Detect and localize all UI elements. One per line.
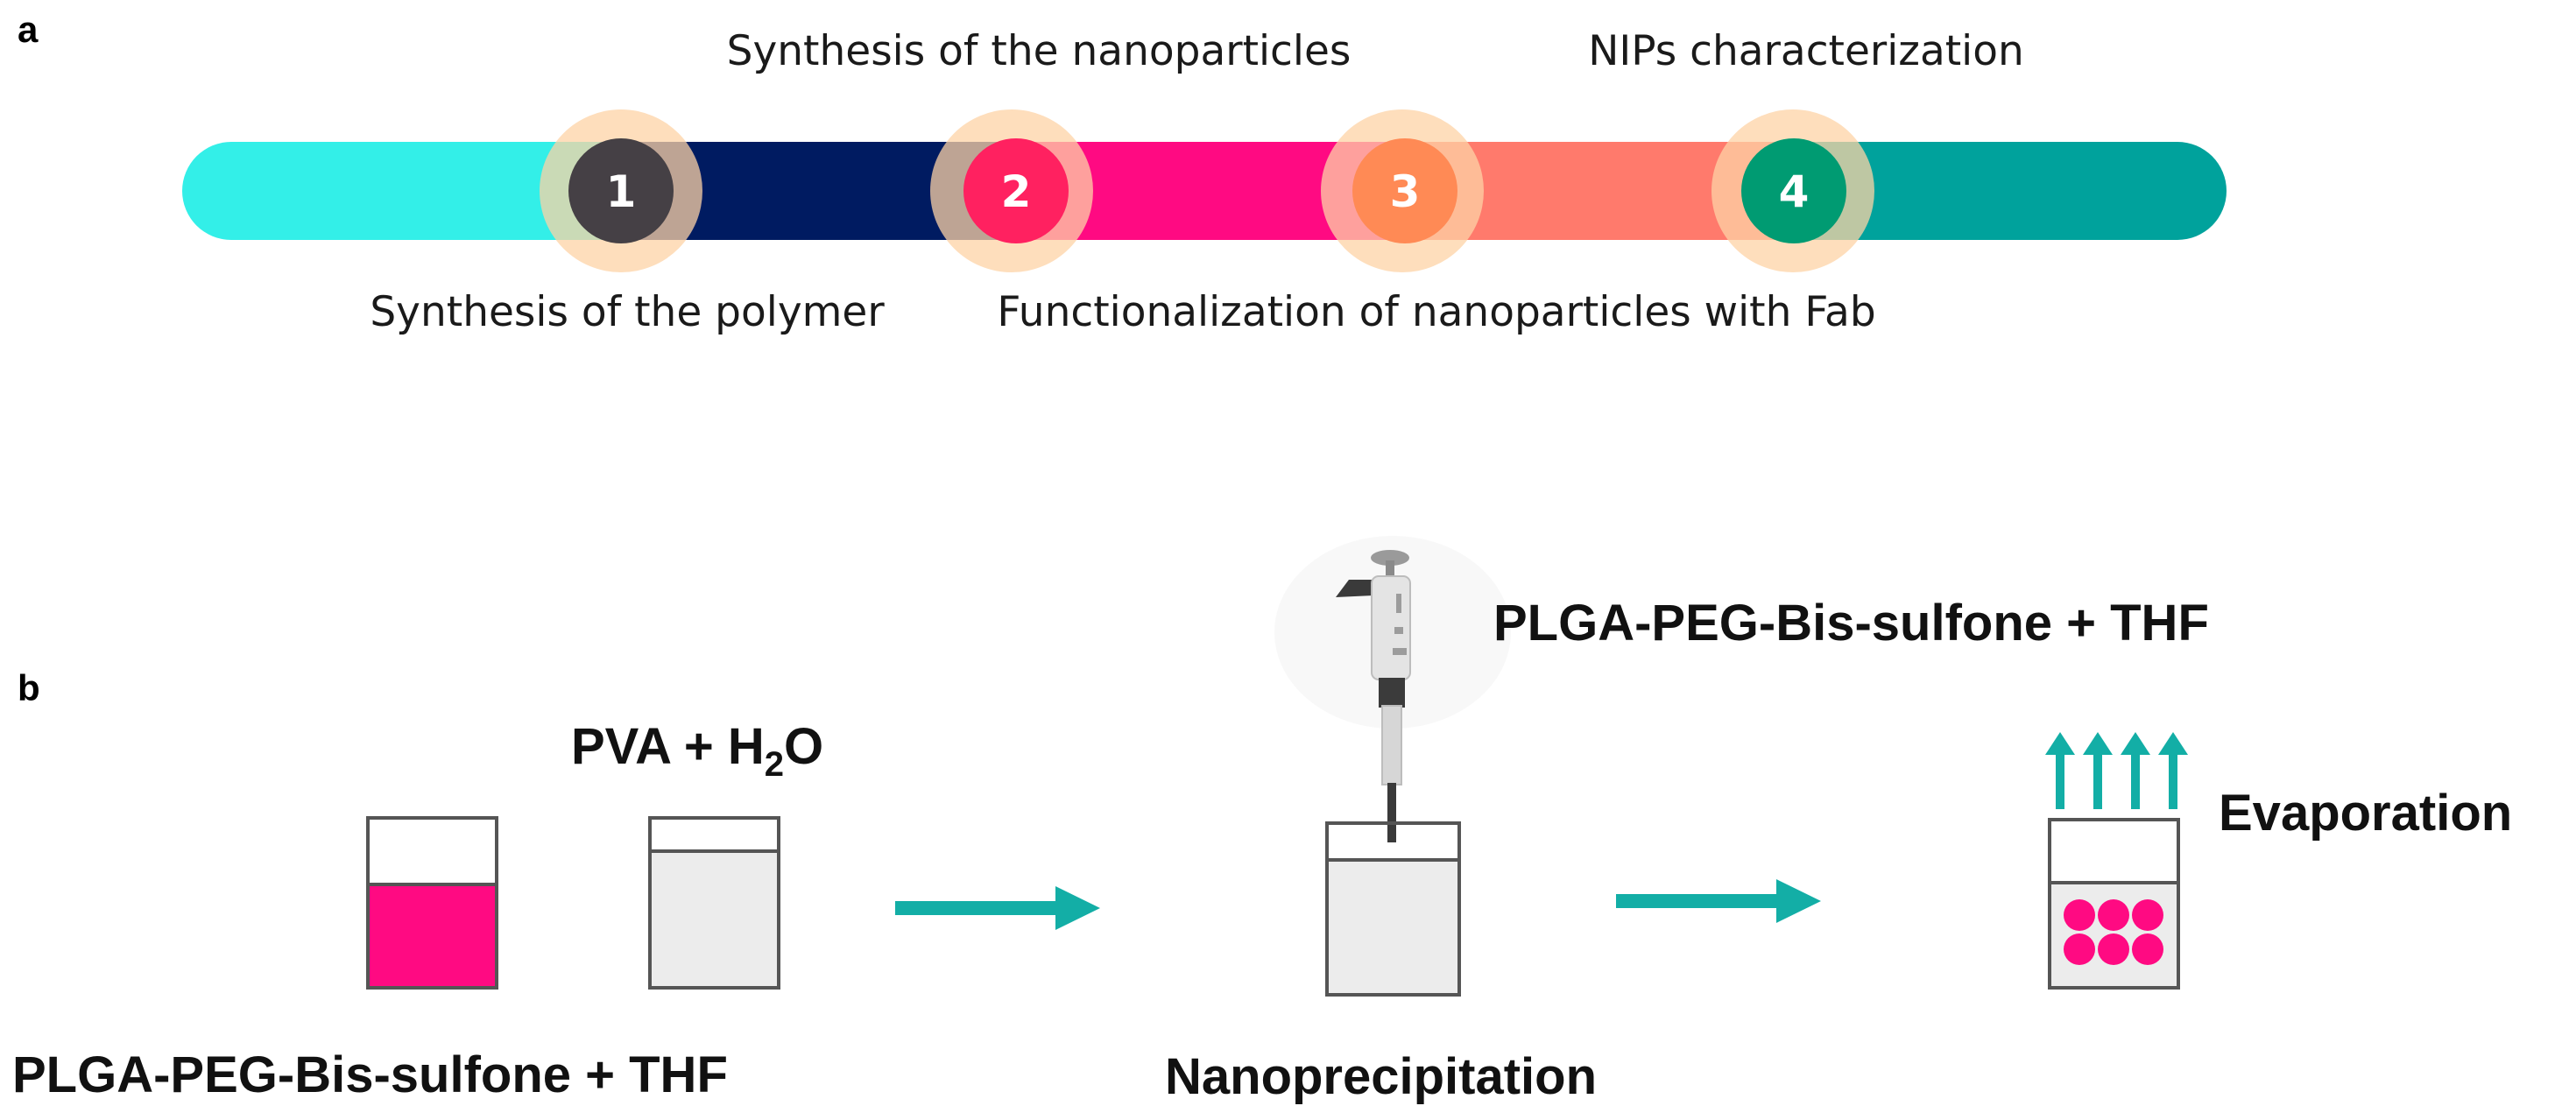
step-label-1: Synthesis of the polymer — [370, 288, 885, 336]
nanoparticle — [2132, 933, 2163, 965]
step-number-2: 2 — [1001, 166, 1032, 217]
up-arrow-icon — [2158, 732, 2188, 809]
evaporation-label: Evaporation — [2219, 785, 2512, 842]
nanoparticle — [2098, 899, 2129, 931]
panel-a-letter: a — [18, 9, 39, 50]
panel-b-letter: b — [18, 667, 40, 708]
nanoparticle — [2132, 899, 2163, 931]
step-circle-4 — [1741, 138, 1846, 243]
beaker-evaporation — [2048, 818, 2180, 990]
step-number-1: 1 — [606, 166, 637, 217]
beaker-pva-label: PVA + H2O — [571, 718, 823, 784]
nanoparticle — [2098, 933, 2129, 965]
step-number-4: 4 — [1779, 166, 1810, 217]
subscript-2: 2 — [765, 745, 784, 784]
step-label-2: Synthesis of the nanoparticles — [727, 27, 1352, 75]
beaker-pva-water — [648, 816, 780, 990]
up-arrow-icon — [2045, 732, 2075, 809]
step-label-4: NIPs characterization — [1588, 27, 2024, 75]
evaporation-arrows — [2045, 732, 2188, 809]
process-arrow-2 — [1616, 879, 1821, 923]
pipette-icon — [1274, 536, 1511, 842]
step-circle-1 — [568, 138, 674, 243]
beaker-polymer-solution — [366, 816, 498, 990]
up-arrow-icon — [2121, 732, 2150, 809]
nanoparticle — [2064, 933, 2095, 965]
nanoprecipitation-label: Nanoprecipitation — [1165, 1048, 1597, 1105]
up-arrow-icon — [2083, 732, 2113, 809]
beaker-polymer-label: PLGA-PEG-Bis-sulfone + THF — [12, 1046, 728, 1103]
nanoparticle — [2064, 899, 2095, 931]
pipette-solution-label: PLGA-PEG-Bis-sulfone + THF — [1493, 595, 2209, 652]
step-circle-2 — [963, 138, 1069, 243]
process-arrow-1 — [895, 886, 1100, 930]
step-circle-3 — [1352, 138, 1457, 243]
step-number-3: 3 — [1390, 166, 1421, 217]
timeline-bar — [182, 142, 2227, 240]
beaker-nanoprecipitation — [1325, 821, 1461, 997]
timeline: 1 2 3 4 Synthesis of the polymer Synthes… — [182, 27, 2227, 336]
step-label-3: Functionalization of nanoparticles with … — [997, 288, 1875, 336]
nanoparticles — [2064, 899, 2163, 965]
